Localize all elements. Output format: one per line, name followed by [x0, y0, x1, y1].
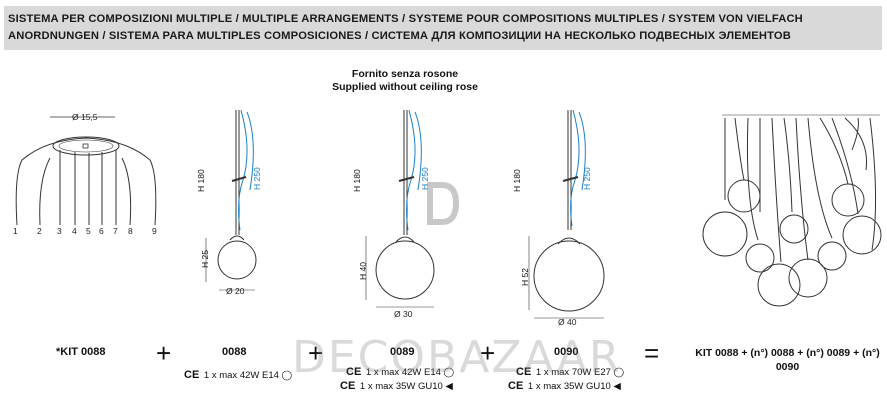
lamp-0090-spec-1: CE 1 x max 70W E27 ◯ — [516, 366, 625, 378]
bulb-icon: ◯ — [443, 367, 455, 378]
plus-operator: + — [480, 338, 496, 368]
lamp-0088-cable-height: H 180 — [196, 169, 206, 192]
notice-english: Supplied without ceiling rose — [332, 81, 478, 93]
ce-mark: CE — [184, 369, 200, 381]
lamp-0090-code: 0090 — [554, 346, 579, 358]
spot-icon: ◀ — [445, 381, 453, 392]
lamp-0090-globe-height: H 52 — [520, 268, 530, 286]
header-line-1: SISTEMA PER COMPOSIZIONI MULTIPLE / MULT… — [8, 13, 803, 25]
position-3: 3 — [57, 226, 62, 236]
position-4: 4 — [72, 226, 77, 236]
lamp-0090-cable-height: H 180 — [512, 169, 522, 192]
watermark: DECOBAZAAR — [292, 332, 622, 383]
position-6: 6 — [99, 226, 104, 236]
bulb-icon: ◯ — [281, 370, 293, 381]
lamp-0089-code: 0089 — [390, 346, 415, 358]
lamp-0090-total-height: H 250 — [582, 167, 592, 190]
kit-canopy-diagram — [15, 116, 157, 226]
position-5: 5 — [86, 226, 91, 236]
position-7: 7 — [113, 226, 118, 236]
lamp-0090-drawing — [528, 109, 605, 319]
equals-operator: = — [644, 338, 660, 368]
supply-notice: Fornito senza rosone Supplied without ce… — [300, 68, 510, 94]
lamp-0088-globe-height: H 25 — [200, 250, 210, 268]
lamp-0088-spec-1: CE 1 x max 42W E14 ◯ — [184, 369, 293, 381]
watermark-initial — [427, 182, 460, 225]
lamp-0088-drawing — [205, 109, 257, 291]
plus-operator: + — [308, 338, 324, 368]
kit-composition-formula: KIT 0088 + (n°) 0088 + (n°) 0089 + (n°) … — [695, 347, 880, 373]
plus-operator: + — [156, 338, 172, 368]
position-8: 8 — [128, 226, 133, 236]
ce-mark: CE — [340, 380, 356, 392]
position-1: 1 — [13, 226, 18, 236]
kit-code: *KIT 0088 — [56, 346, 106, 358]
composition-drawing — [702, 114, 882, 307]
lamp-0088-code: 0088 — [222, 346, 247, 358]
lamp-0089-spec-1: CE 1 x max 42W E14 ◯ — [346, 366, 455, 378]
header-line-2: ANORDNUNGEN / SISTEMA PARA MULTIPLES COM… — [8, 30, 791, 42]
bulb-icon: ◯ — [613, 367, 625, 378]
lamp-0090-diameter: Ø 40 — [558, 317, 577, 327]
header-banner: SISTEMA PER COMPOSIZIONI MULTIPLE / MULT… — [4, 6, 882, 50]
ce-mark: CE — [516, 366, 532, 378]
lamp-0090-spec-2: CE 1 x max 35W GU10 ◀ — [508, 380, 621, 392]
lamp-0088-total-height: H 250 — [252, 167, 262, 190]
kit-diameter-label: Ø 15,5 — [72, 112, 98, 122]
position-9: 9 — [152, 226, 157, 236]
lamp-0089-diameter: Ø 30 — [394, 309, 413, 319]
spot-icon: ◀ — [613, 381, 621, 392]
lamp-0089-spec-2: CE 1 x max 35W GU10 ◀ — [340, 380, 453, 392]
lamp-0089-drawing — [365, 109, 435, 308]
ce-mark: CE — [346, 366, 362, 378]
lamp-0089-total-height: H 250 — [420, 167, 430, 190]
position-2: 2 — [37, 226, 42, 236]
ce-mark: CE — [508, 380, 524, 392]
lamp-0088-diameter: Ø 20 — [226, 286, 245, 296]
notice-italian: Fornito senza rosone — [351, 68, 459, 80]
lamp-0089-cable-height: H 180 — [352, 169, 362, 192]
lamp-0089-globe-height: H 40 — [358, 262, 368, 280]
